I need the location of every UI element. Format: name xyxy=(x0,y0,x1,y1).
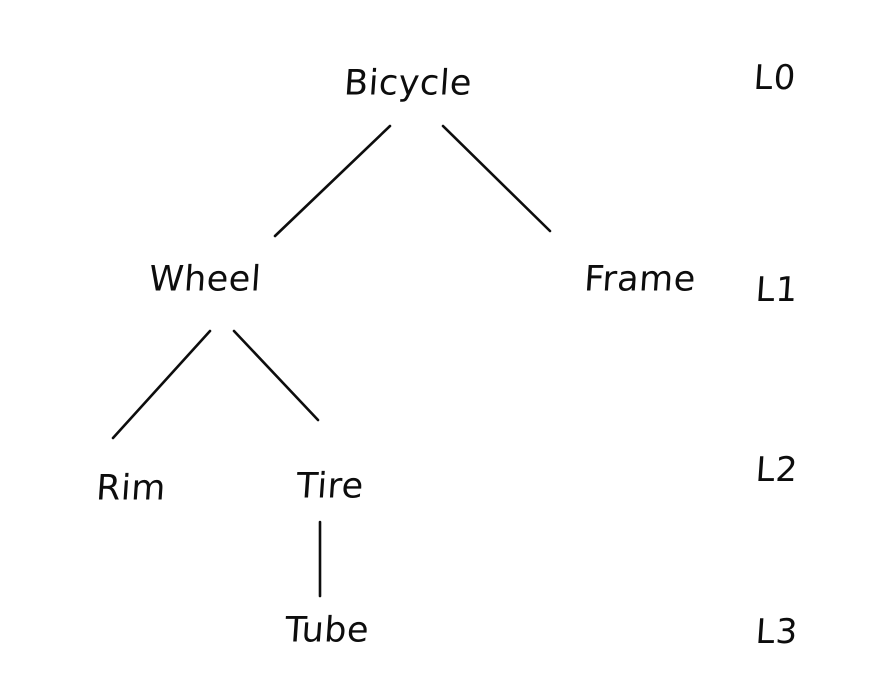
node-wheel[interactable]: Wheel xyxy=(147,259,263,300)
node-tube[interactable]: Tube xyxy=(283,610,371,651)
node-tire[interactable]: Tire xyxy=(295,466,366,507)
level-label-l2: L2 xyxy=(754,450,800,490)
node-frame[interactable]: Frame xyxy=(582,259,698,300)
edge-wheel-to-tire xyxy=(232,329,320,422)
level-label-l3: L3 xyxy=(754,612,800,652)
edge-bicycle-to-wheel xyxy=(273,124,392,238)
edge-bicycle-to-frame xyxy=(441,124,552,233)
edge-wheel-to-rim xyxy=(111,329,212,440)
level-label-l0: L0 xyxy=(752,58,798,98)
node-bicycle[interactable]: Bicycle xyxy=(342,63,474,104)
node-rim[interactable]: Rim xyxy=(94,468,168,509)
level-label-l1: L1 xyxy=(754,270,800,310)
